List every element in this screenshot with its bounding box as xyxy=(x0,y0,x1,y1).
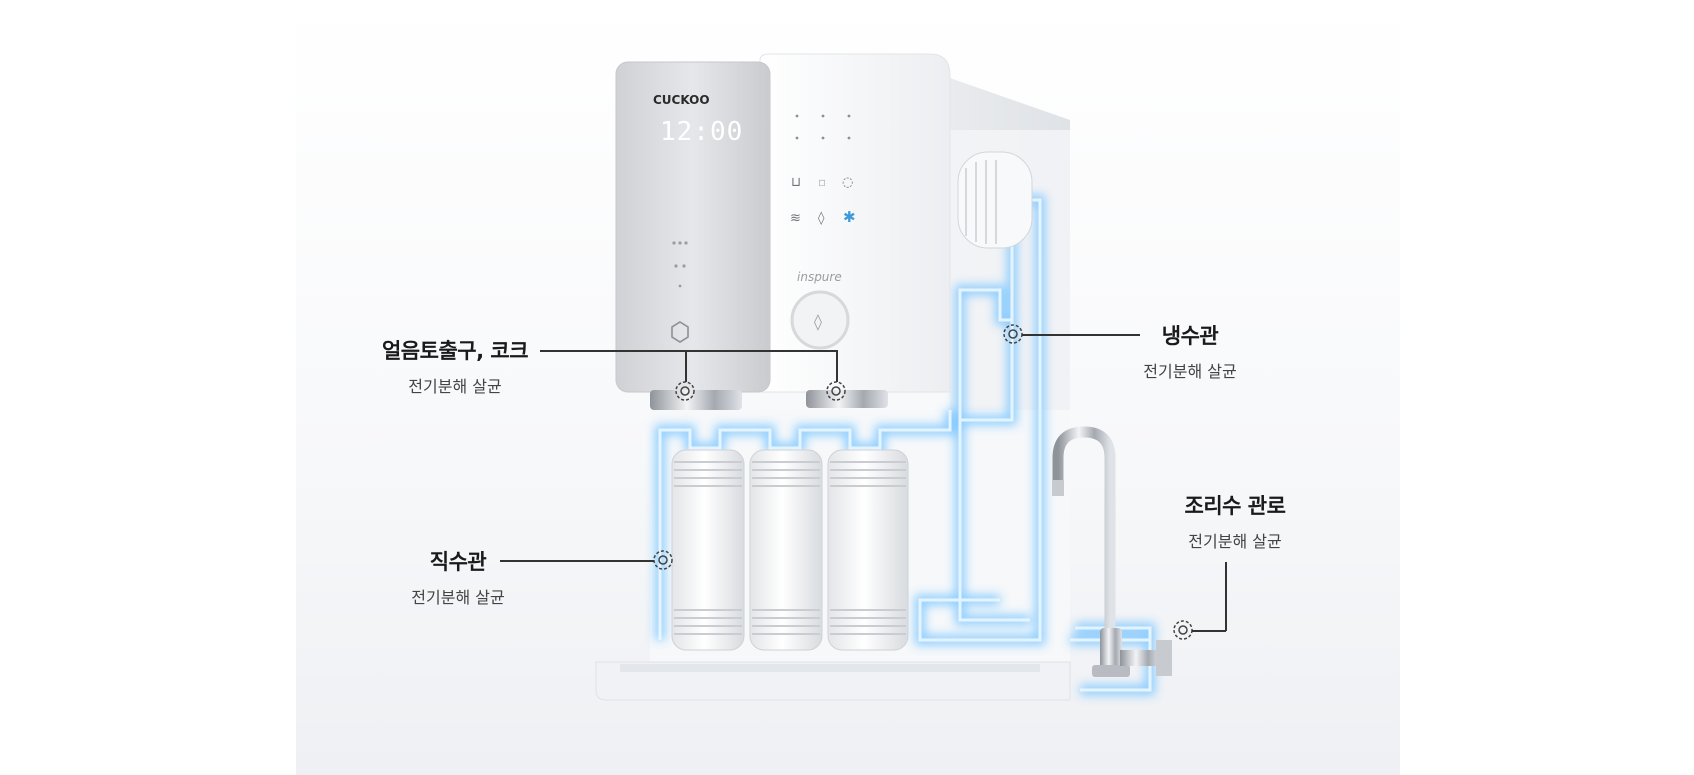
dispense-drop-icon: ◊ xyxy=(814,312,822,331)
leader-ice-outlet xyxy=(540,350,836,352)
callout-subtitle: 전기분해 살균 xyxy=(411,588,505,607)
callout-subtitle: 전기분해 살균 xyxy=(1188,532,1282,551)
cold-snowflake-icon: ✱ xyxy=(843,208,856,226)
leader-direct-pipe xyxy=(500,560,654,562)
callout-ice-outlet: 얼음토출구, 코크 전기분해 살균 xyxy=(360,335,550,397)
ice-hex-icon xyxy=(671,321,689,343)
leader-cold-pipe xyxy=(1022,334,1140,336)
brand-logo: CUCKOO xyxy=(653,93,710,107)
water-nozzle xyxy=(806,390,888,408)
callout-title: 얼음토출구, 코크 xyxy=(381,339,529,363)
water-drop-icon: ◊ xyxy=(818,211,825,226)
front-panel xyxy=(615,61,771,393)
cup-icon: ⊔ xyxy=(791,175,801,190)
callout-subtitle: 전기분해 살균 xyxy=(1143,362,1237,381)
clock-display: 12:00 xyxy=(660,117,743,147)
refresh-icon: ◌ xyxy=(842,175,853,190)
callout-cooking-line: 조리수 관로 전기분해 살균 xyxy=(1160,490,1310,552)
callout-title: 조리수 관로 xyxy=(1184,494,1286,518)
faucet xyxy=(1052,426,1172,677)
ice-nozzle xyxy=(650,390,742,410)
control-icons: ⊔ ▫ ◌ ≋ ◊ ✱ xyxy=(790,175,856,226)
control-dots xyxy=(795,114,851,140)
leader-ice-outlet-drop xyxy=(685,350,687,382)
hot-icon: ≋ xyxy=(790,211,801,226)
cold-tank xyxy=(957,151,1033,249)
filter-cartridges xyxy=(671,449,909,651)
product-line-logo: inspure xyxy=(797,270,842,284)
callout-direct-pipe: 직수관 전기분해 살균 xyxy=(388,546,528,608)
callout-title: 직수관 xyxy=(429,550,487,574)
dispense-button xyxy=(790,290,850,350)
leader-cooking-line xyxy=(1192,630,1226,632)
callout-title: 냉수관 xyxy=(1161,324,1219,348)
callout-subtitle: 전기분해 살균 xyxy=(408,377,502,396)
leader-cooking-line-rise xyxy=(1225,562,1227,631)
leader-coke-drop xyxy=(836,350,838,382)
callout-cold-pipe: 냉수관 전기분해 살균 xyxy=(1115,320,1265,382)
square-icon: ▫ xyxy=(818,175,826,189)
